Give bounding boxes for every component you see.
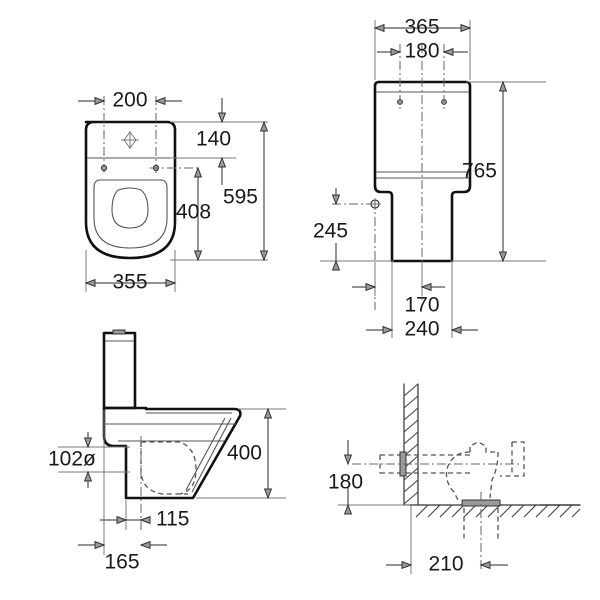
dim-front-245: 245 (313, 188, 348, 271)
dim-label-400: 400 (227, 442, 262, 465)
dim-front-170: 170 (352, 262, 445, 317)
dim-label-170: 170 (404, 294, 439, 317)
plan-seat-ring-outer (93, 179, 168, 249)
dim-side-165: 165 (78, 410, 167, 574)
front-fixing-hole-left (397, 99, 403, 105)
dim-label-408: 408 (176, 201, 211, 224)
dim-plan-595: 595 (223, 120, 269, 262)
dim-detail-210: 210 (386, 506, 508, 576)
dim-front-765: 765 (462, 80, 508, 263)
dim-plan-355: 355 (84, 250, 177, 294)
dim-side-102: 102ø (48, 432, 130, 488)
dim-plan-408: 408 (176, 166, 211, 262)
dim-label-365: 365 (404, 16, 439, 39)
plan-view-top-left: 200 140 408 595 (78, 89, 269, 294)
dim-label-245: 245 (313, 220, 348, 243)
dim-plan-140: 140 (196, 98, 231, 185)
outlet-detail-bottom-right: 180 210 (328, 383, 581, 576)
dim-label-180: 180 (404, 40, 439, 63)
dim-side-400: 400 (196, 407, 286, 500)
side-pan-outline (102, 406, 242, 500)
detail-trap-top-kink (469, 441, 498, 453)
dim-label-355: 355 (112, 271, 147, 294)
dim-label-180-detail: 180 (328, 471, 363, 494)
dim-label-200: 200 (112, 89, 147, 112)
plan-centre-marker (121, 131, 139, 149)
detail-wall (403, 383, 419, 506)
dim-front-240: 240 (366, 263, 478, 341)
side-flank-line-1 (185, 417, 226, 491)
dim-front-365: 365 (373, 16, 472, 80)
side-flank-line-2 (191, 417, 232, 493)
side-trap-hidden-outline (140, 442, 188, 495)
side-elevation-bottom-left: 102ø 400 115 1 (48, 329, 286, 574)
dim-label-115: 115 (156, 508, 189, 531)
detail-trap-bend-outer (445, 451, 471, 501)
plan-fixing-hole-left (100, 164, 108, 172)
front-elevation-top-right: 365 180 765 245 (313, 16, 546, 341)
dim-label-240: 240 (404, 318, 439, 341)
dim-label-102: 102ø (48, 448, 96, 471)
dim-label-765: 765 (462, 160, 497, 183)
dim-label-165: 165 (104, 551, 139, 574)
dim-label-210: 210 (428, 553, 463, 576)
detail-floor (403, 504, 581, 518)
detail-trap-right-stub (500, 441, 525, 477)
dim-label-595: 595 (223, 186, 258, 209)
detail-trap-bend-inner (489, 451, 499, 499)
dim-plan-200: 200 (78, 89, 182, 112)
dim-side-115: 115 (125, 500, 189, 531)
dim-label-140: 140 (196, 128, 231, 151)
dim-detail-180: 180 (328, 440, 410, 515)
dim-front-180: 180 (377, 40, 468, 63)
side-cistern-outline (102, 331, 137, 410)
front-fixing-hole-right (441, 99, 447, 105)
plan-pan-outline (84, 120, 177, 260)
plan-bowl-opening (111, 187, 149, 229)
side-bowl-hidden-outline (141, 441, 197, 495)
side-cistern-button (112, 329, 126, 335)
